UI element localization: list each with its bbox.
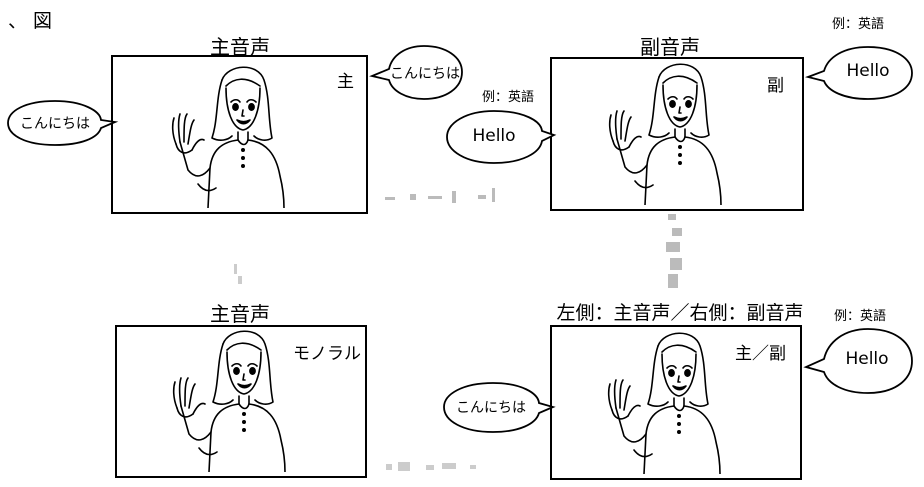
panel-4-right-bubble-text: Hello bbox=[845, 349, 889, 369]
panel-3-screen: モノラル bbox=[115, 325, 367, 478]
panel-2-channel-label: 副 bbox=[767, 76, 784, 96]
panel-4-right-speech-bubble: Hello bbox=[803, 325, 916, 397]
panel-3-channel-label: モノラル bbox=[293, 344, 361, 364]
panel-4-screen: 主／副 bbox=[550, 325, 802, 480]
panel-2-left-speech-bubble: Hello bbox=[444, 107, 557, 167]
panel-1-left-speech-bubble: こんにちは bbox=[5, 98, 119, 148]
panel-2-top-language-note: 例：英語 bbox=[832, 17, 885, 32]
speech-bubble-icon bbox=[443, 382, 556, 433]
speech-bubble-icon bbox=[369, 45, 463, 100]
panel-2-screen: 副 bbox=[550, 57, 804, 211]
scan-smudge-icon bbox=[666, 214, 682, 288]
scan-smudge-icon bbox=[386, 462, 476, 471]
panel-2-left-language-note: 例：英語 bbox=[482, 90, 535, 105]
woman-waving-icon bbox=[171, 322, 311, 476]
panel-4-language-note: 例：英語 bbox=[834, 309, 887, 324]
scan-smudge-icon bbox=[234, 264, 242, 284]
panel-2-right-speech-bubble: Hello bbox=[804, 43, 916, 103]
panel-2-right-bubble-text: Hello bbox=[846, 61, 890, 81]
speech-bubble-icon bbox=[7, 100, 119, 146]
panel-1-right-bubble-text: こんにちは bbox=[390, 66, 460, 82]
panel-2-left-bubble-text: Hello bbox=[472, 126, 516, 146]
figure-label: 、 図 bbox=[8, 10, 53, 32]
panel-3-title: 主音声 bbox=[210, 302, 270, 326]
woman-waving-icon bbox=[170, 58, 310, 212]
speech-bubble-icon bbox=[803, 328, 913, 394]
panel-4-left-speech-bubble: こんにちは bbox=[441, 380, 556, 436]
panel-1-channel-label: 主 bbox=[337, 72, 354, 92]
panel-4-title: 左側：主音声／右側：副音声 bbox=[556, 302, 804, 324]
panel-4-left-bubble-text: こんにちは bbox=[456, 400, 526, 416]
speech-bubble-icon bbox=[804, 46, 913, 100]
woman-waving-icon bbox=[607, 55, 747, 209]
panel-1-right-speech-bubble: こんにちは bbox=[369, 43, 466, 103]
woman-waving-icon bbox=[606, 324, 746, 478]
panel-1-left-bubble-text: こんにちは bbox=[20, 116, 90, 132]
panel-1-screen: 主 bbox=[111, 55, 368, 214]
speech-bubble-icon bbox=[446, 110, 557, 164]
scan-smudge-icon bbox=[385, 188, 495, 203]
panel-4-channel-label: 主／副 bbox=[735, 344, 786, 364]
panel-2-title: 副音声 bbox=[640, 35, 700, 59]
